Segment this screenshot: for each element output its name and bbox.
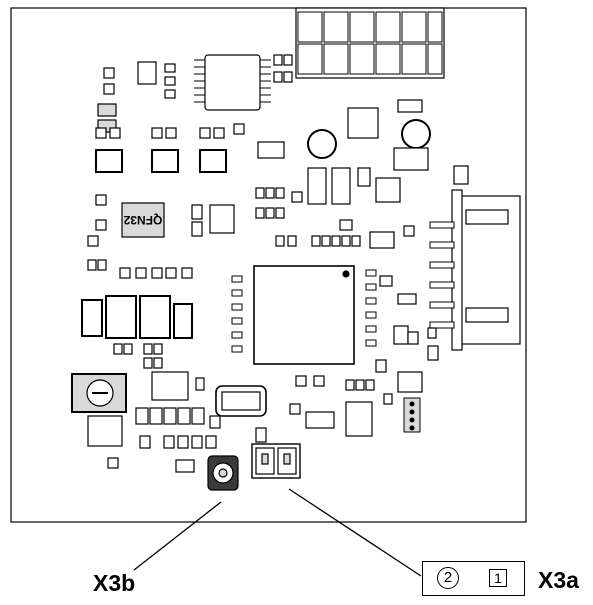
top-header-strip — [295, 7, 445, 79]
sot-transistor — [137, 61, 157, 85]
sot-transistor-low — [397, 371, 423, 393]
inductor-left — [307, 129, 337, 159]
small-ic-top — [257, 141, 285, 159]
inductor-right — [401, 119, 431, 149]
side-connector — [429, 189, 521, 351]
x3a-connector — [251, 427, 301, 479]
qfn32-chip — [121, 202, 165, 238]
x3b-leader-line — [133, 501, 222, 571]
small-ic-low — [305, 411, 335, 429]
small-ic-mid — [369, 231, 395, 249]
pin-header-small — [403, 397, 421, 433]
pin-2-marker: 2 — [437, 567, 459, 589]
power-inductor-1 — [81, 299, 103, 337]
x3a-pin-legend: 2 1 — [422, 561, 525, 596]
regulator-row — [95, 149, 227, 173]
soic-chip-top — [194, 54, 271, 111]
power-inductor-4 — [173, 303, 193, 339]
x3b-connector — [207, 455, 239, 491]
power-inductor-2 — [105, 295, 137, 339]
x3a-label: X3a — [538, 567, 579, 593]
x3a-leader-line — [288, 488, 422, 577]
pin-1-marker: 1 — [489, 569, 507, 587]
power-inductor-3 — [139, 295, 171, 339]
crystal — [215, 385, 267, 417]
x3b-label: X3b — [93, 570, 136, 596]
main-mcu — [253, 265, 355, 365]
qfn32-marking: QFN32 — [123, 213, 162, 227]
